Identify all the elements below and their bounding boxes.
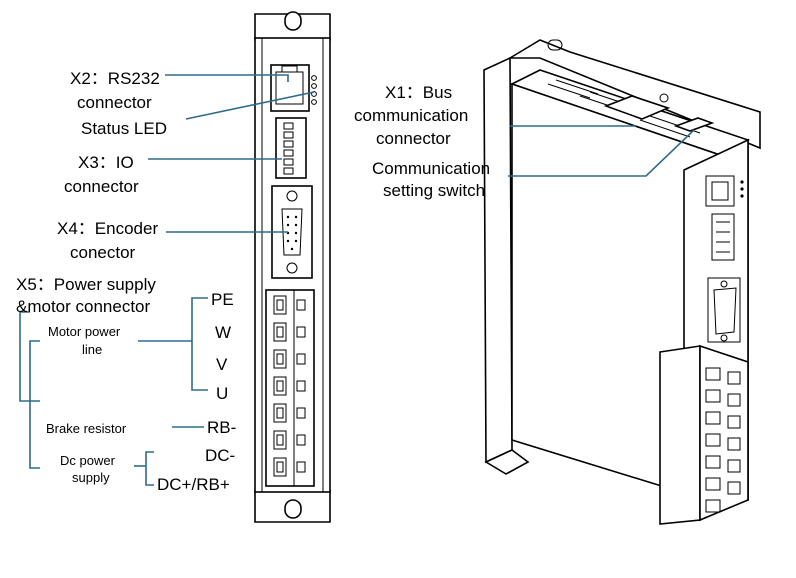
- terminal-label-u: U: [216, 384, 228, 403]
- iso-side-plate: [483, 56, 513, 464]
- status-led-1: [311, 75, 317, 81]
- switch-label-line1: Communication: [372, 159, 490, 178]
- motor-power-label-line1: Motor power: [48, 324, 121, 339]
- dc-power-label-line1: Dc power: [60, 453, 116, 468]
- iso-setting-switch: [673, 117, 715, 132]
- status-led-4: [311, 99, 317, 105]
- x4-label-line2: conector: [70, 243, 136, 262]
- front-view-drive: [254, 11, 331, 523]
- x5-label-line1: X5：Power supply: [16, 275, 156, 294]
- x3-label-line2: connector: [64, 177, 139, 196]
- terminal-label-w: W: [215, 323, 231, 342]
- status-led-2: [311, 83, 317, 89]
- front-view-leader-lines: [19, 74, 315, 486]
- x1-label-line2: communication: [354, 106, 468, 125]
- status-led-label: Status LED: [81, 119, 167, 138]
- iso-view-leader-lines: [508, 125, 695, 177]
- x5-label-line2: &motor connector: [16, 297, 151, 316]
- x2-label-line2: connector: [77, 93, 152, 112]
- iso-terminal-block: [659, 345, 701, 525]
- io-connector: [275, 117, 307, 179]
- terminal-label-dc-minus: DC-: [205, 446, 235, 465]
- switch-label-line2: setting switch: [383, 181, 485, 200]
- dc-power-label-line2: supply: [72, 470, 110, 485]
- terminal-label-pe: PE: [211, 290, 234, 309]
- brake-resistor-label: Brake resistor: [46, 421, 127, 436]
- x1-label-line3: connector: [376, 129, 451, 148]
- isometric-view-drive: [483, 39, 761, 525]
- terminal-screws: [273, 295, 306, 477]
- x4-label-line1: X4：Encoder: [57, 219, 158, 238]
- iso-bus-port: [603, 95, 671, 120]
- x1-label-line1: X1：Bus: [385, 83, 452, 102]
- iso-view-labels: X1：Bus communication connector Communica…: [354, 83, 490, 200]
- terminal-label-dc-plus-rb-plus: DC+/RB+: [157, 475, 230, 494]
- front-view-labels: X2：RS232 connector Status LED X3：IO conn…: [16, 69, 236, 494]
- x3-label-line1: X3：IO: [78, 153, 134, 172]
- status-led-3: [311, 91, 317, 97]
- motor-power-label-line2: line: [82, 342, 102, 357]
- terminal-label-rb-minus: RB-: [207, 418, 236, 437]
- x2-label-line1: X2：RS232: [70, 69, 160, 88]
- top-mounting-slot: [284, 11, 302, 31]
- power-motor-terminal-block: [265, 289, 315, 487]
- terminal-label-v: V: [216, 355, 228, 374]
- bottom-mounting-slot: [284, 499, 302, 519]
